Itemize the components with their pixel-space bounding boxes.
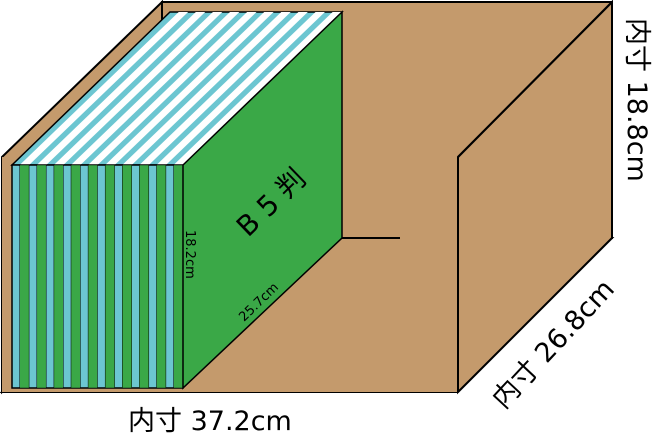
book-page-edge — [88, 12, 257, 165]
book-spine — [104, 164, 115, 389]
book-page-edge — [70, 12, 240, 165]
box-width-label: 内寸 37.2cm — [128, 406, 292, 437]
book-page-edge — [19, 12, 189, 165]
book-spine — [173, 164, 184, 389]
book-spine — [87, 164, 98, 389]
book-spine — [70, 164, 81, 389]
book-page-edge — [156, 12, 325, 165]
book-page-edge — [53, 12, 223, 165]
book-stack — [10, 10, 344, 390]
book-top-stripes — [19, 12, 342, 165]
box-edge — [457, 1, 613, 158]
book-height-label: 18.2cm — [182, 230, 197, 279]
box-height-label: 内寸 18.8cm — [621, 18, 652, 182]
book-page-edge — [173, 12, 342, 165]
book-page-edge — [122, 12, 291, 165]
book-cover-face — [182, 10, 343, 390]
book-page-edge — [36, 12, 206, 165]
book-spine — [139, 164, 150, 389]
book-spine — [156, 164, 167, 389]
book-spine-stripes — [19, 164, 184, 389]
book-spine — [36, 164, 47, 389]
book-spine — [19, 164, 30, 389]
book-page-edge — [139, 12, 308, 165]
book-spine — [122, 164, 132, 389]
book-page-edge — [105, 12, 274, 165]
book-spine — [53, 164, 64, 389]
